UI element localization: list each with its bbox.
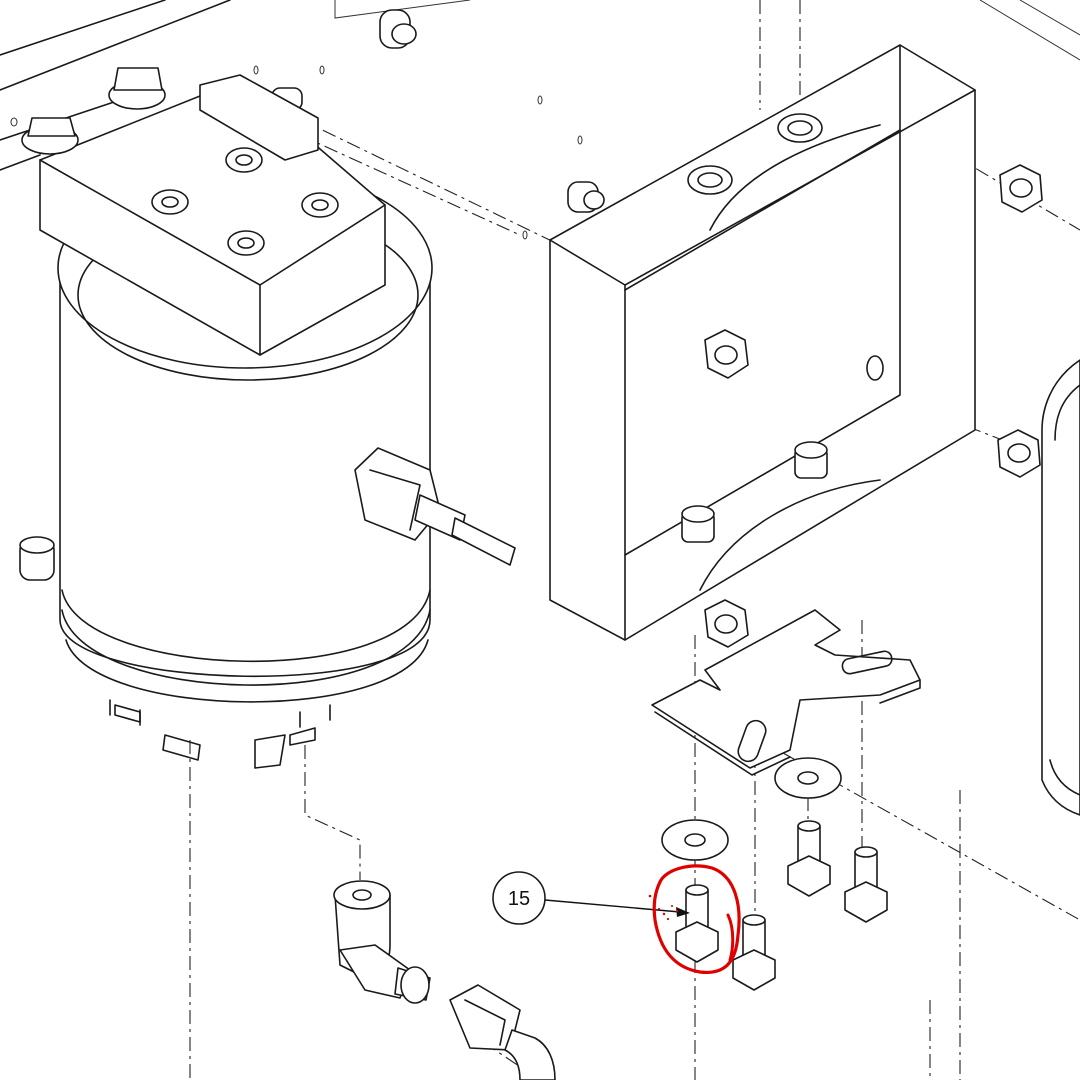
block-holes	[151, 147, 339, 256]
hex-nut-2	[999, 164, 1043, 213]
callout-15-label: 15	[508, 888, 530, 910]
bolt-4	[844, 846, 888, 923]
bolt-2	[732, 914, 776, 991]
block-fittings	[21, 67, 166, 155]
hex-nuts	[704, 164, 1043, 648]
left-pin	[19, 536, 55, 581]
mounting-plate	[651, 609, 921, 776]
pin-mid	[567, 181, 605, 213]
washers	[661, 757, 842, 861]
callout-15: 15	[492, 871, 690, 925]
elbow-hose-assembly	[333, 880, 556, 1080]
highlight-marker	[648, 864, 741, 975]
bolts	[675, 820, 888, 991]
washer-2	[774, 757, 842, 799]
manifold-block	[21, 67, 386, 356]
hex-nut-4	[704, 599, 749, 648]
side-port-fitting	[354, 447, 516, 566]
bushing-1	[794, 441, 828, 479]
bolt-3	[787, 820, 831, 897]
bracket-rings	[687, 113, 884, 381]
frame-bracket	[549, 44, 976, 641]
hex-nut-1	[704, 329, 749, 379]
bushing-2	[681, 505, 715, 543]
bolt-15	[675, 884, 719, 963]
pin-top	[379, 9, 417, 49]
washer-1	[661, 819, 729, 861]
tank-right	[1041, 359, 1080, 816]
spacer-bushings	[681, 441, 828, 543]
hex-nut-3	[997, 429, 1041, 478]
